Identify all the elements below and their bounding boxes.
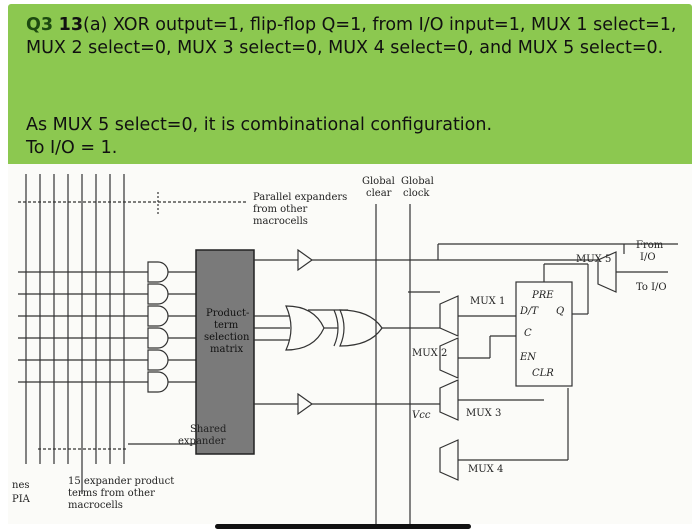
answer-text: As MUX 5 select=0, it is combinational c… (26, 114, 686, 160)
global-clock-label-2: clock (403, 188, 430, 199)
expander-note-2: terms from other (68, 488, 155, 499)
product-term-label-2: term (214, 320, 239, 331)
global-clock-label-1: Global (401, 176, 434, 187)
ff-pre-label: PRE (531, 290, 554, 301)
home-indicator[interactable] (215, 524, 471, 529)
vcc-label: Vcc (412, 410, 431, 421)
parallel-expanders-label-1: Parallel expanders (253, 192, 347, 203)
macrocell-diagram: Parallel expanders from other macrocells… (8, 164, 692, 524)
answer-line-2: To I/O = 1. (26, 138, 118, 158)
expander-note-3: macrocells (68, 500, 123, 511)
mux3-label: MUX 3 (466, 408, 501, 419)
macrocell-schematic: Parallel expanders from other macrocells… (12, 174, 678, 524)
mux5-label: MUX 5 (576, 254, 611, 265)
question-card: Q3 13(a) XOR output=1, flip-flop Q=1, fr… (8, 4, 692, 524)
left-lines-label-2: PIA (12, 494, 31, 505)
mux4-label: MUX 4 (468, 464, 503, 475)
shared-expander-label-2: expander (178, 436, 226, 447)
global-clear-label-2: clear (366, 188, 392, 199)
from-io-label-1: From (636, 240, 664, 251)
from-io-label-2: I/O (640, 252, 656, 263)
mux1-label: MUX 1 (470, 296, 505, 307)
mux2-label: MUX 2 (412, 348, 447, 359)
question-subnumber: 13 (58, 15, 83, 35)
ff-dt-label: D/T (519, 306, 539, 317)
ff-q-label: Q (556, 306, 564, 317)
expander-note-1: 15 expander product (68, 476, 174, 487)
ff-clr-label: CLR (532, 368, 554, 379)
product-term-label-3: selection (204, 332, 250, 343)
answer-line-1: As MUX 5 select=0, it is combinational c… (26, 115, 493, 135)
left-lines-label-1: nes (12, 480, 30, 491)
parallel-expanders-label-3: macrocells (253, 216, 308, 227)
question-body: (a) XOR output=1, flip-flop Q=1, from I/… (26, 15, 677, 58)
ff-en-label: EN (519, 352, 537, 363)
question-text: Q3 13(a) XOR output=1, flip-flop Q=1, fr… (26, 14, 686, 60)
product-term-label-1: Product- (206, 308, 249, 319)
question-number: Q3 (26, 15, 54, 35)
shared-expander-label-1: Shared (190, 424, 227, 435)
product-term-label-4: matrix (210, 344, 243, 355)
to-io-label: To I/O (636, 282, 667, 293)
parallel-expanders-label-2: from other (253, 204, 308, 215)
ff-c-label: C (524, 328, 532, 339)
global-clear-label-1: Global (362, 176, 395, 187)
